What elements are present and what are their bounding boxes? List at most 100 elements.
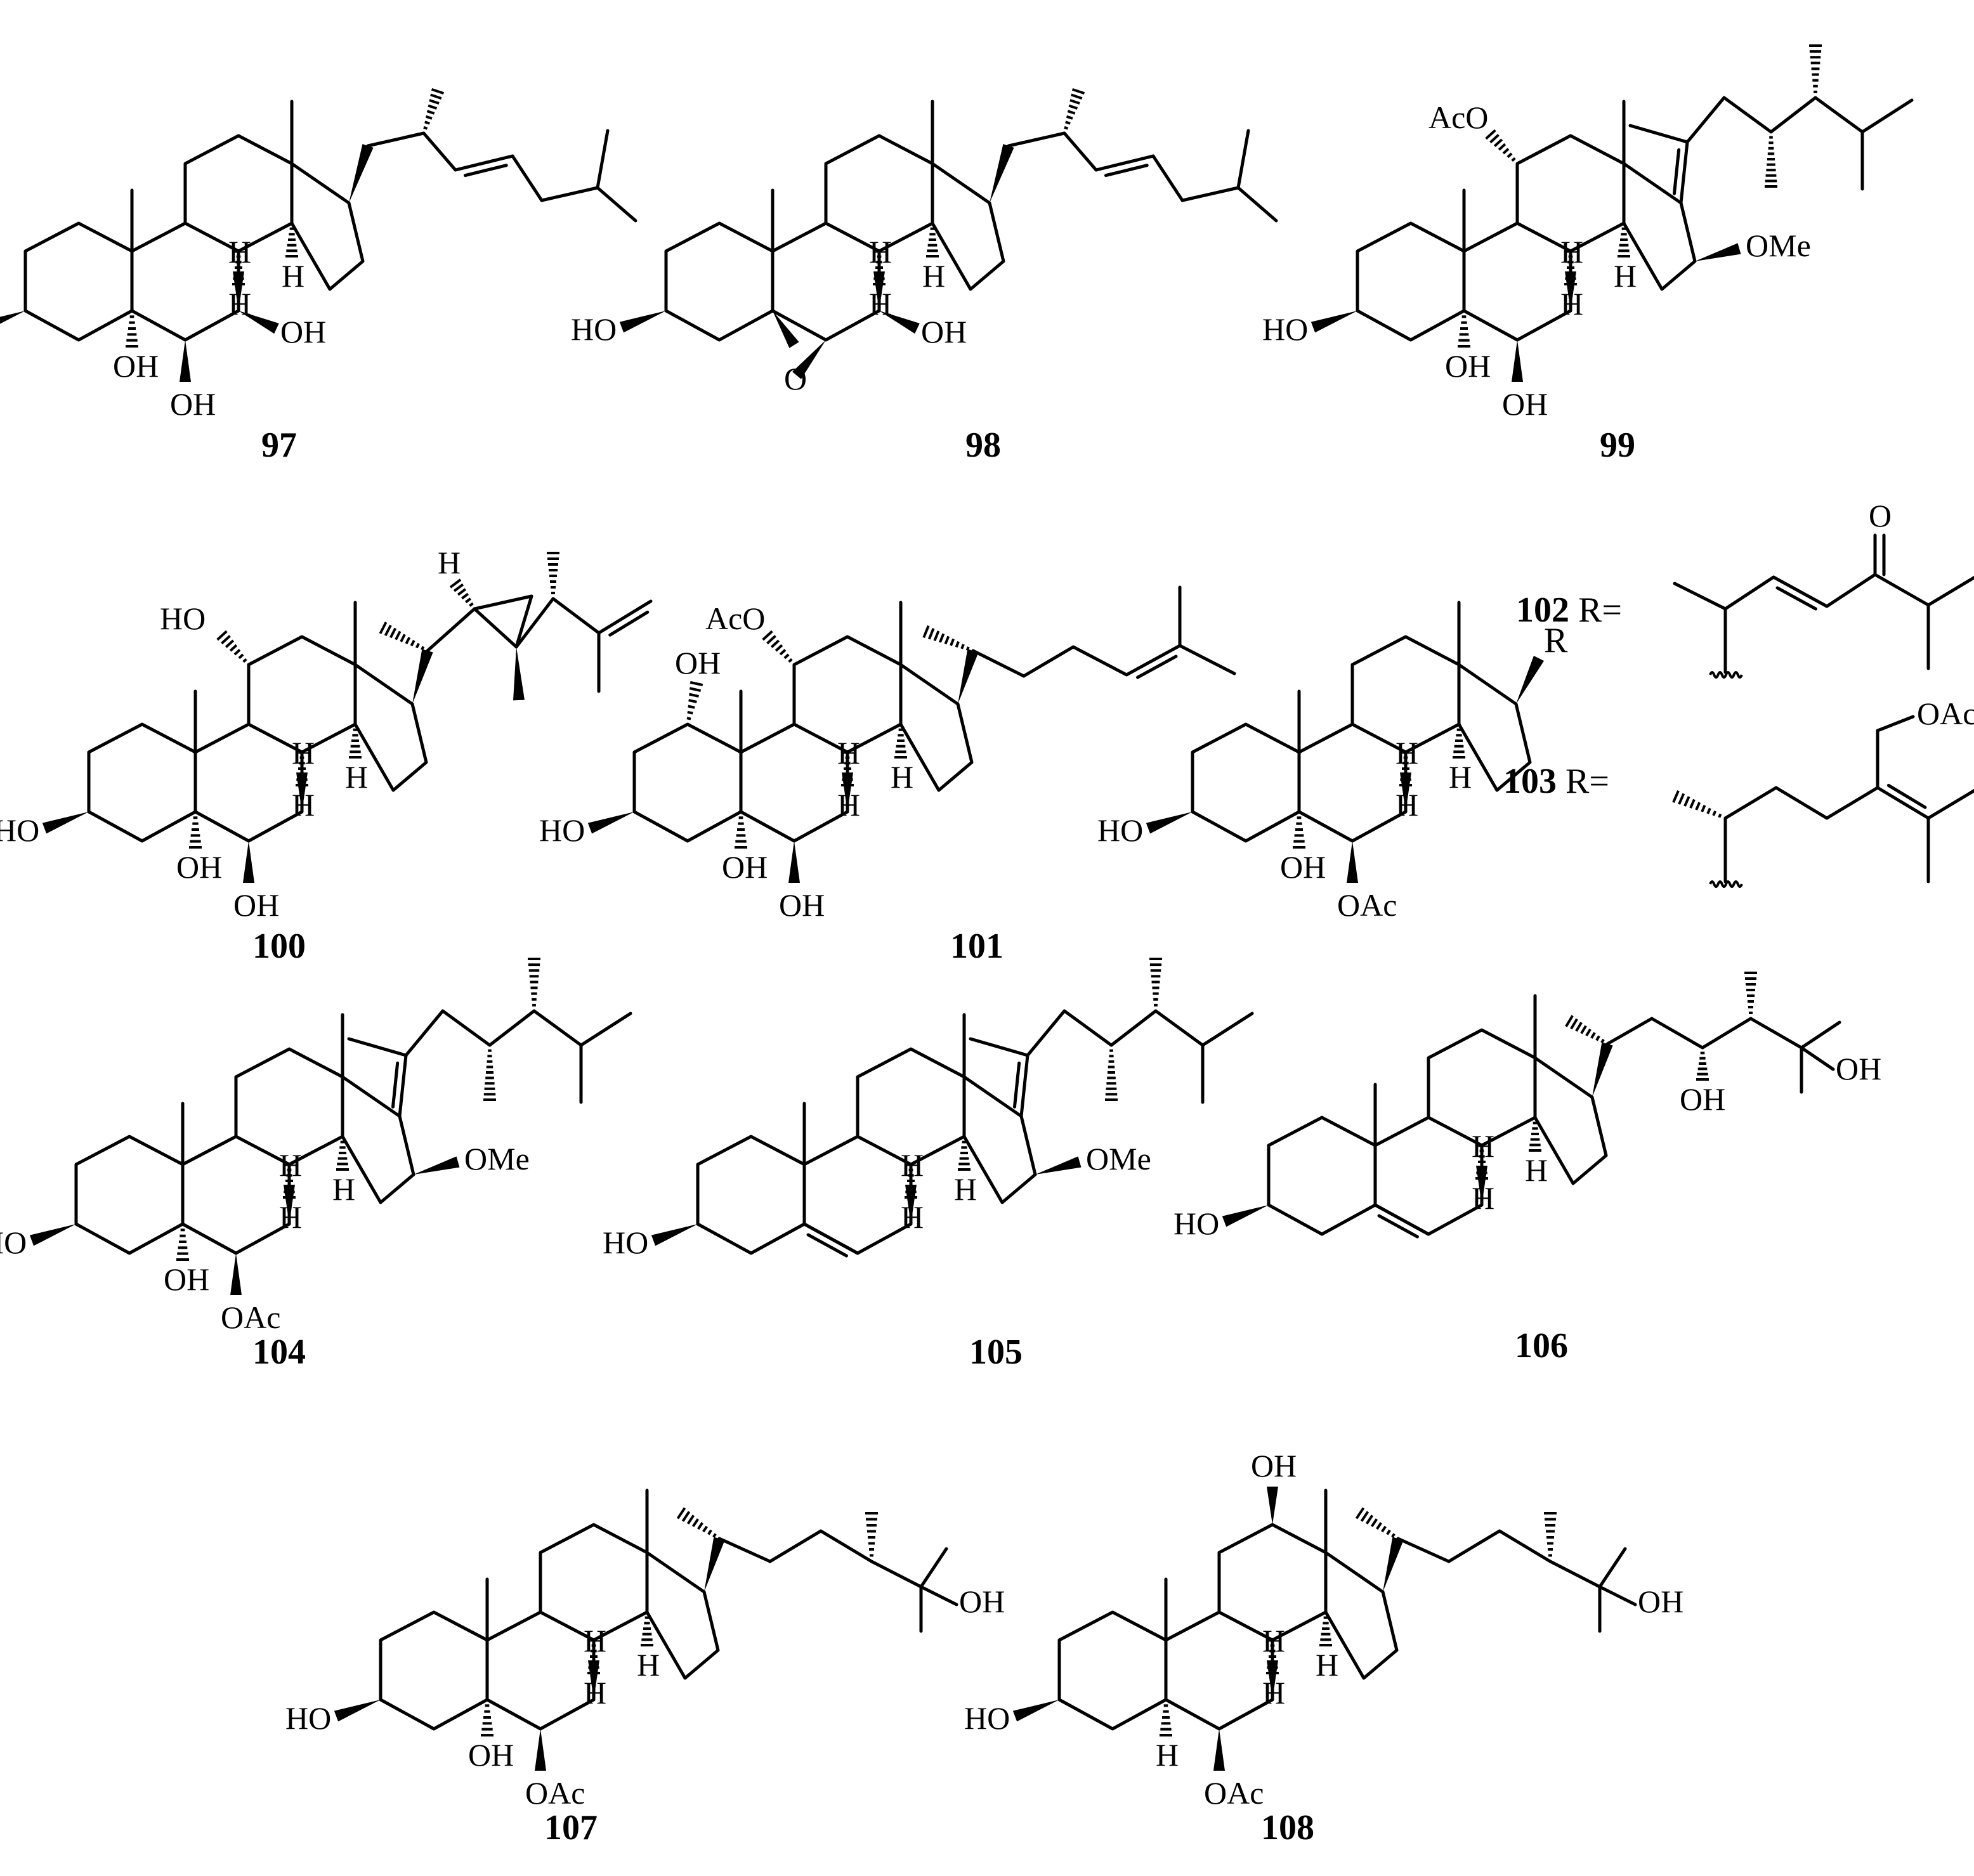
ring-b <box>1373 1116 1484 1236</box>
ome-16-label: OMe <box>464 1141 530 1176</box>
wedge-6 <box>230 1253 242 1295</box>
sub-6-label: OAc <box>221 1300 280 1335</box>
wedge-methyl <box>513 647 525 701</box>
sub-6-label: OH <box>170 386 216 422</box>
wavy-attachment <box>1709 671 1743 679</box>
wedge-3-oh <box>1311 311 1357 333</box>
hash-methyl <box>1149 958 1162 1006</box>
h-label: H <box>228 234 251 270</box>
bond <box>1673 582 1727 611</box>
h-label: H <box>837 787 860 823</box>
sub-11-label: HO <box>160 601 206 636</box>
h-label: H <box>901 1147 924 1183</box>
bond <box>1800 1046 1835 1071</box>
wedge-h <box>233 271 244 311</box>
bond <box>1007 131 1066 148</box>
hash-11 <box>1485 129 1516 162</box>
ring-c <box>792 635 903 754</box>
hash-methyl <box>1064 88 1085 130</box>
ring-b <box>193 722 304 843</box>
hash-5-oh <box>126 315 138 348</box>
bond <box>1022 645 1075 678</box>
hash-h <box>1475 1149 1488 1180</box>
oh-5-label: OH <box>468 1737 514 1773</box>
h-label: H <box>292 735 315 771</box>
double-bond <box>1012 1061 1021 1109</box>
hash-h <box>905 1168 917 1199</box>
wedge-6 <box>180 340 191 382</box>
ring-d <box>290 162 365 291</box>
bond <box>1598 1585 1637 1606</box>
ring-a <box>1356 221 1466 342</box>
h-label: H <box>869 286 892 322</box>
compound-100-label: 100 <box>252 927 306 966</box>
r-group-102-label: 102 R= <box>1516 590 1622 630</box>
compound-97-label: 97 <box>261 426 297 465</box>
h-label: H <box>332 1171 355 1207</box>
ring-d <box>353 663 428 792</box>
bond <box>717 1537 772 1563</box>
oh-5-label: OH <box>1445 348 1491 384</box>
bond <box>551 597 601 635</box>
oh-5-label: OH <box>176 849 222 885</box>
ho-3-label: HO <box>964 1700 1010 1736</box>
hash-5-h <box>1160 1704 1172 1736</box>
wedge-17 <box>412 649 433 704</box>
double-bond <box>597 599 653 635</box>
double-bond <box>608 610 650 637</box>
bond <box>819 1529 873 1563</box>
ring-b <box>739 722 849 843</box>
hash-methyl <box>1105 1049 1118 1101</box>
hash-h <box>1319 1616 1332 1646</box>
hash-h <box>296 756 308 786</box>
double-bond <box>1373 1203 1430 1236</box>
h-label: H <box>1262 1675 1285 1710</box>
hash-methyl <box>423 88 445 130</box>
bond <box>426 607 476 653</box>
wedge-3-oh <box>1146 812 1193 834</box>
ring-c <box>234 1047 344 1166</box>
oh-7-label: OH <box>280 314 326 349</box>
bond <box>1814 96 1864 134</box>
wedge-16-ome <box>414 1156 460 1175</box>
bond <box>1876 715 1915 733</box>
ring-d <box>645 1551 720 1680</box>
bond <box>1498 1529 1552 1563</box>
r-label: R <box>1544 621 1568 660</box>
bond <box>532 1009 583 1047</box>
wedge-17 <box>704 1537 725 1592</box>
bond <box>1800 1020 1841 1050</box>
hash-h <box>926 227 939 257</box>
hash-h <box>587 1644 600 1674</box>
ring-b <box>181 1135 291 1255</box>
bond <box>404 1009 445 1057</box>
wedge-h <box>905 1185 917 1224</box>
wedge-7-oh <box>239 311 279 334</box>
oh-5-label: OH <box>164 1261 209 1297</box>
bond <box>1701 1017 1753 1050</box>
ome-16-label: OMe <box>1086 1141 1151 1176</box>
hash-h <box>285 227 298 257</box>
wedge-17-r <box>1516 655 1545 704</box>
h-label: H <box>1396 735 1418 771</box>
ho-3-label: HO <box>0 812 39 848</box>
wedge-h <box>284 1185 295 1224</box>
double-bond <box>398 1053 408 1118</box>
bond <box>1071 645 1128 677</box>
wedge-6 <box>788 841 800 883</box>
ring-b <box>1164 1610 1274 1731</box>
h-label: H <box>1316 1647 1338 1683</box>
h-label: H <box>901 1199 924 1235</box>
hash-h <box>283 1168 296 1199</box>
ring-d <box>899 663 974 792</box>
ring-a <box>379 1610 489 1731</box>
ring-c <box>824 134 934 253</box>
wedge-3-oh <box>0 311 25 324</box>
oh-label: OH <box>959 1584 1005 1619</box>
sub-11-label: AcO <box>1428 100 1488 135</box>
wedge-3-oh <box>651 1224 698 1246</box>
ring-a <box>632 722 743 843</box>
ring-b <box>771 221 881 342</box>
wedge-17 <box>1592 1042 1613 1097</box>
ho-3-label: HO <box>571 311 617 347</box>
